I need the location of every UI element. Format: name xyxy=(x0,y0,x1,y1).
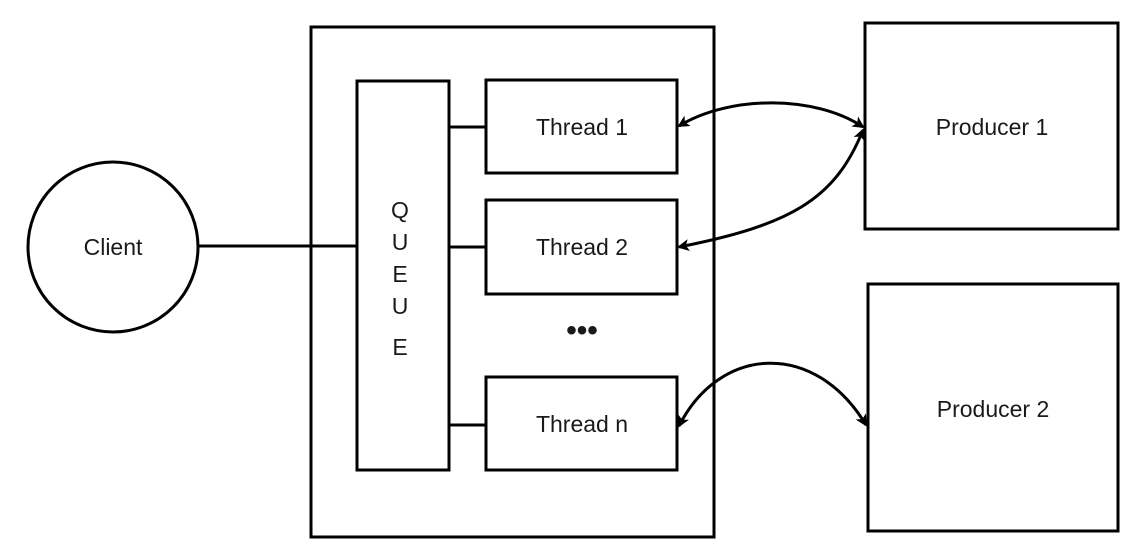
queue-letter-2: U xyxy=(392,229,409,255)
more-threads-ellipsis: ••• xyxy=(566,314,598,347)
producer-1-label: Producer 1 xyxy=(936,114,1049,140)
queue-letter-4: U xyxy=(392,293,409,319)
queue-letter-5: E xyxy=(392,334,407,360)
producer-1-node: Producer 1 xyxy=(863,21,1120,231)
queue-letter-1: Q xyxy=(391,197,409,223)
thread-n-node: Thread n xyxy=(484,375,679,472)
thread-n-producer-2-arrow xyxy=(677,361,868,428)
producer-2-label: Producer 2 xyxy=(937,396,1050,422)
thread-2-label: Thread 2 xyxy=(536,234,628,260)
queue-node: Q U E U E xyxy=(355,79,451,472)
thread-n-label: Thread n xyxy=(536,411,628,437)
thread-2-node: Thread 2 xyxy=(484,198,679,296)
client-label: Client xyxy=(84,234,143,260)
thread-1-node: Thread 1 xyxy=(484,78,679,175)
queue-letter-3: E xyxy=(392,261,407,287)
thread-1-producer-1-arrow xyxy=(677,101,865,129)
producer-2-node: Producer 2 xyxy=(866,282,1120,533)
thread-1-label: Thread 1 xyxy=(536,114,628,140)
client-node: Client xyxy=(26,160,200,334)
thread-2-producer-1-arrow xyxy=(677,128,865,251)
